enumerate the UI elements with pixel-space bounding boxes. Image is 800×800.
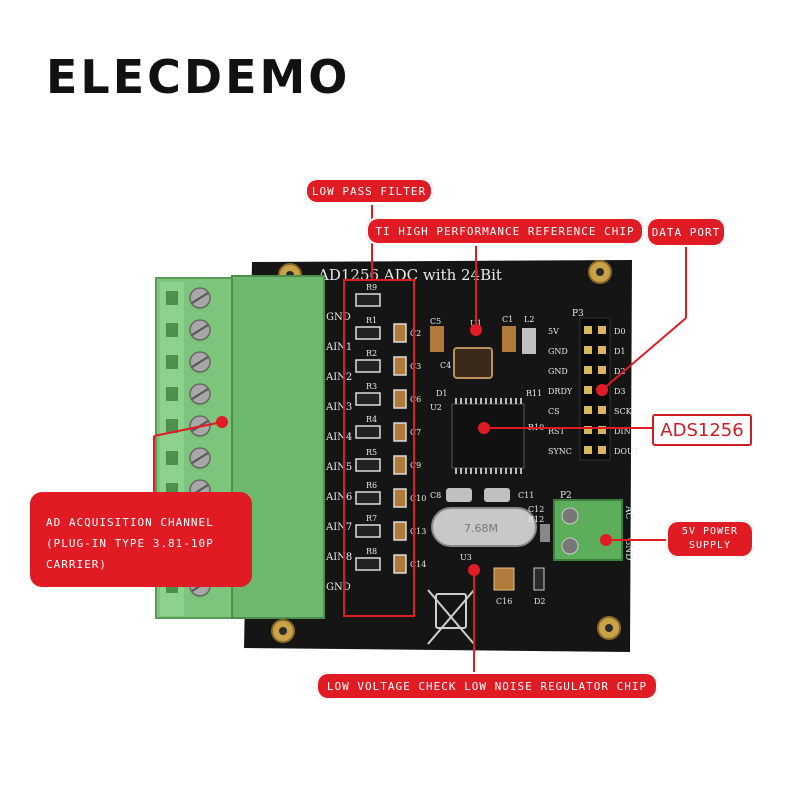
capacitor — [393, 455, 407, 475]
pin-label: AIN5 — [325, 462, 352, 473]
svg-text:C4: C4 — [440, 361, 451, 370]
pin-label: AIN6 — [325, 492, 352, 503]
resistor — [355, 326, 381, 340]
capacitor — [393, 488, 407, 508]
svg-text:D1: D1 — [436, 389, 448, 398]
resistor-label: R8 — [366, 547, 377, 556]
p3-pin-label: GND — [548, 347, 568, 356]
pin-label: AIN8 — [325, 552, 352, 563]
pcb-board — [244, 260, 632, 652]
svg-text:R11: R11 — [526, 389, 542, 398]
pin-label: AIN7 — [325, 522, 352, 533]
p3-pin-label: DOUT — [614, 447, 640, 456]
callout-ads1256: ADS1256 — [652, 414, 752, 446]
pin-label: AIN2 — [325, 372, 352, 383]
svg-text:C8: C8 — [430, 491, 441, 500]
capacitor — [393, 389, 407, 409]
callout-5v-power-supply: 5V POWER SUPPLY — [666, 520, 754, 558]
capacitor-label: C10 — [410, 494, 426, 503]
capacitor-label: C6 — [410, 395, 421, 404]
resistor — [355, 557, 381, 571]
pin-label: GND — [326, 312, 351, 323]
svg-text:C1: C1 — [502, 315, 513, 324]
svg-text:U3: U3 — [460, 553, 472, 562]
resistor-label: R5 — [366, 448, 377, 457]
capacitor-label: C2 — [410, 329, 421, 338]
p3-pin-label: D0 — [614, 327, 626, 336]
p3-pin-label: D3 — [614, 387, 626, 396]
capacitor — [393, 521, 407, 541]
callout-dots — [216, 324, 612, 576]
resistor — [355, 293, 381, 307]
svg-text:GND: GND — [623, 538, 633, 560]
callout-data-port: DATA PORT — [646, 217, 726, 247]
capacitor-label: C7 — [410, 428, 421, 437]
p3-pin-label: RST — [548, 427, 566, 436]
svg-text:C12: C12 — [528, 505, 544, 514]
p3-pin-label: SCK — [614, 407, 633, 416]
resistor — [355, 392, 381, 406]
resistor — [355, 359, 381, 373]
svg-text:AC: AC — [623, 505, 633, 519]
resistor-label: R6 — [366, 481, 377, 490]
resistor-label: R9 — [366, 283, 377, 292]
p3-pin-label: D1 — [614, 347, 626, 356]
pin-label: AIN4 — [325, 432, 352, 443]
pin-label: AIN1 — [325, 342, 352, 353]
resistor-label: R1 — [366, 316, 377, 325]
capacitor-label: C13 — [410, 527, 426, 536]
callout-ti-reference-chip: TI HIGH PERFORMANCE REFERENCE CHIP — [366, 217, 644, 245]
resistor-label: R4 — [366, 415, 377, 424]
p3-pin-label: GND — [548, 367, 568, 376]
p3-pin-label: SYNC — [548, 447, 572, 456]
svg-text:U2: U2 — [430, 403, 442, 412]
weee-symbol — [427, 589, 475, 645]
svg-text:C5: C5 — [430, 317, 441, 326]
capacitor — [393, 323, 407, 343]
p3-pin-label: DRDY — [548, 387, 573, 396]
resistor-label: R7 — [366, 514, 377, 523]
svg-text:P3: P3 — [572, 309, 584, 319]
p3-pin-label: DIN — [614, 427, 631, 436]
callout-ad-acquisition-channel: AD ACQUISITION CHANNEL (PLUG-IN TYPE 3.8… — [30, 492, 252, 587]
capacitor — [393, 422, 407, 442]
capacitor-label: C14 — [410, 560, 426, 569]
brand-logo: ELECDEMO — [46, 50, 351, 104]
p3-pin-label: D2 — [614, 367, 626, 376]
u1-chip — [453, 347, 493, 379]
resistor — [355, 491, 381, 505]
pin-label: AIN3 — [325, 402, 352, 413]
svg-text:L2: L2 — [524, 315, 534, 324]
svg-text:R12: R12 — [528, 515, 544, 524]
callout-low-pass-filter: LOW PASS FILTER — [305, 178, 433, 204]
resistor — [355, 425, 381, 439]
ads1256-chip — [451, 403, 525, 469]
svg-text:D2: D2 — [534, 597, 546, 606]
capacitor-label: C3 — [410, 362, 421, 371]
svg-text:C11: C11 — [518, 491, 534, 500]
svg-text:P2: P2 — [560, 491, 572, 501]
resistor — [355, 524, 381, 538]
p3-pin-label: 5V — [548, 327, 559, 336]
crystal — [431, 507, 537, 547]
svg-text:7.68M: 7.68M — [464, 522, 498, 535]
resistor-label: R3 — [366, 382, 377, 391]
capacitor-label: C9 — [410, 461, 421, 470]
resistor — [355, 458, 381, 472]
capacitor — [393, 356, 407, 376]
pin-label: GND — [326, 582, 351, 593]
resistor-label: R2 — [366, 349, 377, 358]
capacitor — [393, 554, 407, 574]
svg-text:C16: C16 — [496, 597, 512, 606]
low-pass-frame — [343, 279, 415, 617]
p3-pin-label: CS — [548, 407, 560, 416]
callout-regulator-chip: LOW VOLTAGE CHECK LOW NOISE REGULATOR CH… — [316, 672, 658, 700]
